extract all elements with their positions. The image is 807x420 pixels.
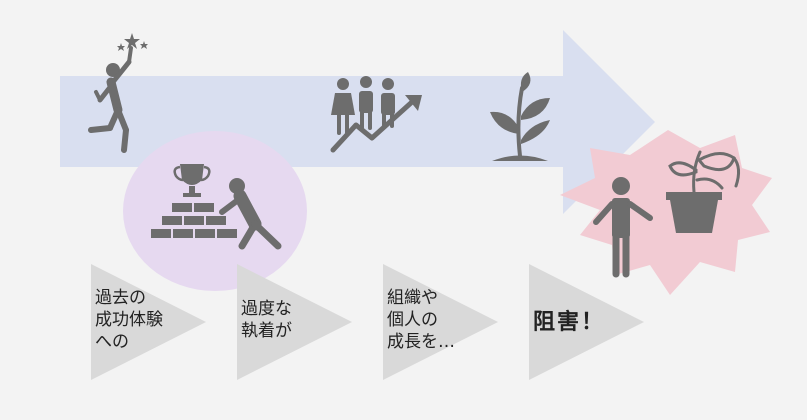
step-label-3: 組織や 個人の 成長を…	[387, 288, 455, 352]
success-circle	[123, 131, 307, 291]
step-label-2: 過度な 執着が	[241, 299, 292, 341]
progress-arrow	[60, 30, 655, 214]
confused-person-icon	[593, 177, 653, 278]
team-growth-icon	[330, 76, 422, 153]
step-label-1: 過去の 成功体験 への	[95, 288, 163, 352]
obstacle-burst	[560, 130, 772, 295]
step-chevron-4	[529, 264, 644, 380]
trophy-gold-bars-worker-icon	[151, 164, 282, 250]
jumping-person-icon	[88, 33, 148, 153]
step-chevron-3	[383, 264, 498, 380]
step-label-4: 阻害！	[533, 310, 606, 335]
step-chevron-1	[91, 264, 206, 380]
wilted-plant-icon	[666, 150, 741, 233]
step-chevron-2	[237, 264, 352, 380]
sprout-icon	[490, 72, 550, 161]
